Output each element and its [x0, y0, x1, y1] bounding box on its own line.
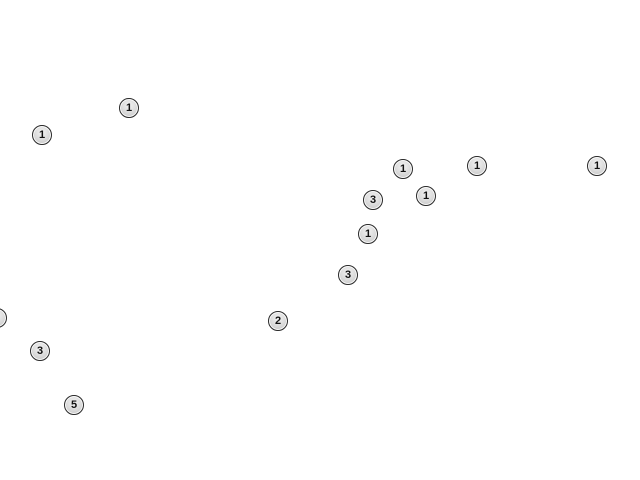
cluster-count: 1 [593, 159, 601, 172]
cluster-marker[interactable]: 3 [30, 341, 50, 361]
cluster-count: 3 [369, 193, 377, 206]
cluster-marker[interactable]: 1 [587, 156, 607, 176]
cluster-marker[interactable]: 1 [32, 125, 52, 145]
cluster-marker[interactable]: 1 [467, 156, 487, 176]
cluster-count: 5 [70, 398, 78, 411]
cluster-marker[interactable]: 1 [358, 224, 378, 244]
cluster-count: 1 [422, 189, 430, 202]
cluster-count: 1 [399, 162, 407, 175]
cluster-count: 3 [344, 268, 352, 281]
cluster-count: 3 [36, 344, 44, 357]
cluster-count: 1 [473, 159, 481, 172]
cluster-marker[interactable]: 5 [64, 395, 84, 415]
cluster-marker[interactable]: 1 [416, 186, 436, 206]
cluster-marker[interactable]: 1 [393, 159, 413, 179]
cluster-marker[interactable]: 2 [268, 311, 288, 331]
cluster-marker[interactable]: 1 [0, 308, 7, 328]
cluster-count: 1 [125, 101, 133, 114]
cluster-marker[interactable]: 3 [363, 190, 383, 210]
cluster-marker[interactable]: 3 [338, 265, 358, 285]
cluster-count: 2 [274, 314, 282, 327]
cluster-count: 1 [364, 227, 372, 240]
cluster-marker[interactable]: 1 [119, 98, 139, 118]
cluster-count: 1 [38, 128, 46, 141]
